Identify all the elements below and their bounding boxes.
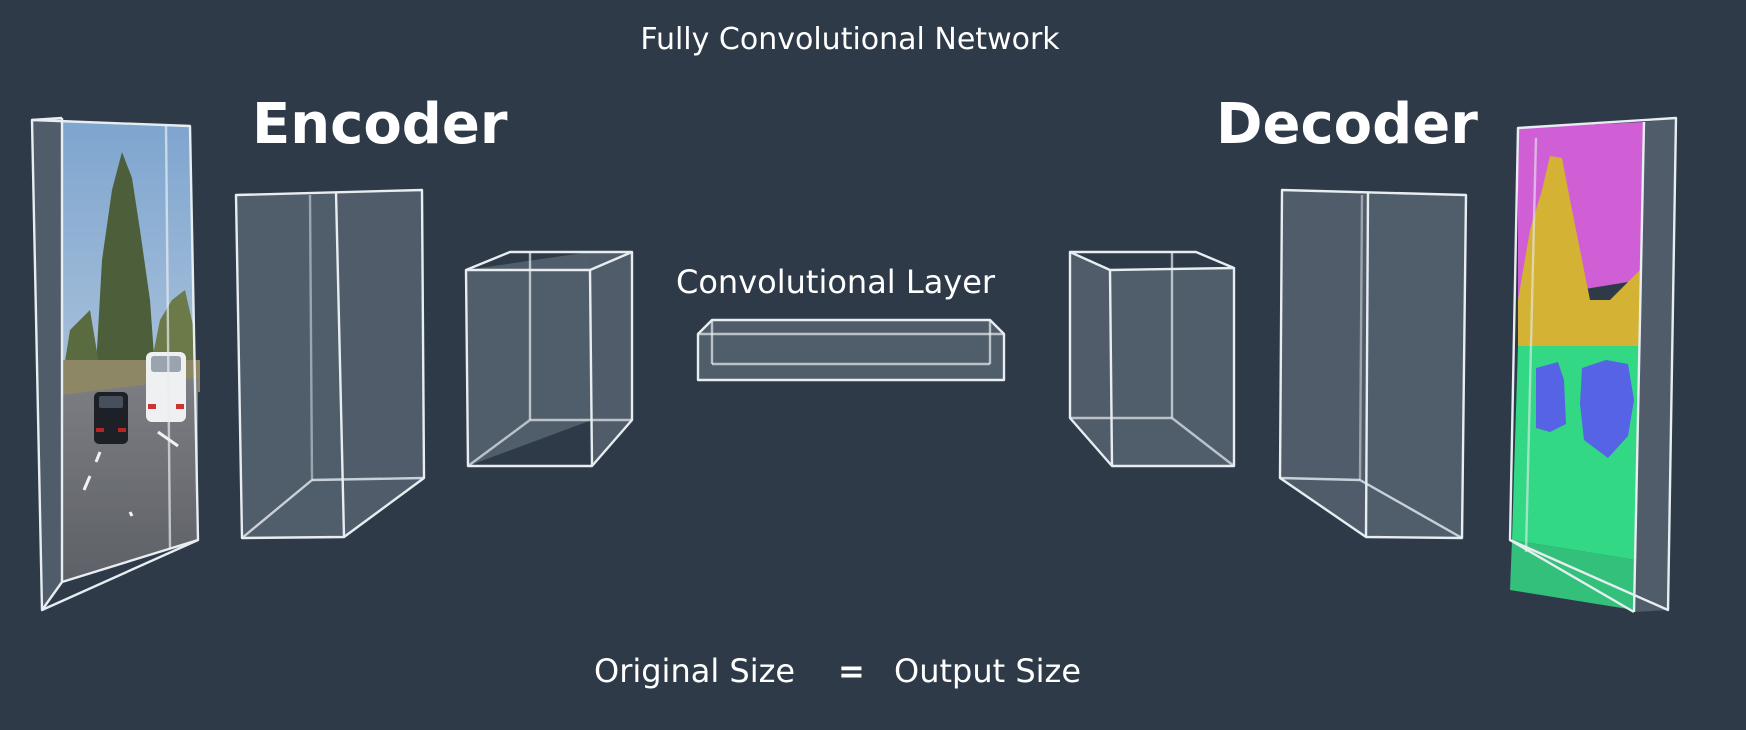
segment-car-right — [1580, 360, 1634, 458]
input-image-slab — [30, 116, 200, 612]
diagram-title: Fully Convolutional Network — [640, 22, 1060, 57]
convolutional-layer-slab — [696, 318, 1006, 382]
decoder-block-large — [1278, 188, 1468, 540]
encoder-label: Encoder — [252, 92, 508, 157]
decoder-label: Decoder — [1216, 92, 1478, 157]
convolutional-layer-label: Convolutional Layer — [676, 263, 996, 301]
output-image-slab — [1508, 116, 1678, 614]
white-car — [146, 352, 186, 422]
dark-car — [94, 392, 128, 444]
segmentation-map-image — [1510, 122, 1644, 610]
segment-car-left — [1536, 362, 1566, 432]
road-scene-image — [62, 120, 200, 582]
equals-sign: = — [838, 652, 865, 690]
encoder-block-small — [464, 250, 634, 468]
encoder-block-large — [234, 188, 426, 540]
decoder-block-small — [1068, 250, 1236, 468]
original-size-label: Original Size — [594, 652, 796, 690]
output-size-label: Output Size — [894, 652, 1082, 690]
